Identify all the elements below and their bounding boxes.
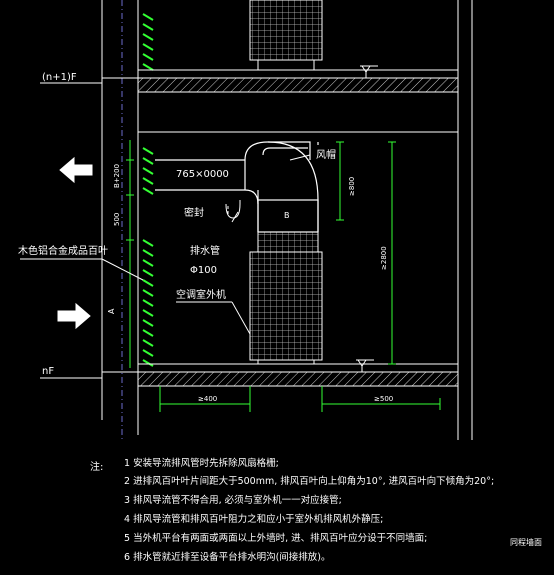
section-b-label: B <box>284 211 290 220</box>
notes: 注: 1 安装导流排风管时先拆除风扇格栅; 2 进排风百叶叶片间距大于500mm… <box>90 457 542 563</box>
notes-title: 注: <box>90 460 103 473</box>
note-item: 6 排水管就近排至设备平台排水明沟(间接排放)。 <box>124 551 330 563</box>
ac-unit-label: 空调室外机 <box>176 288 226 301</box>
duct-size-label: 765×0000 <box>176 169 229 180</box>
dim-500: 500 <box>113 213 121 226</box>
note-item: 2 进排风百叶叶片间距大于500mm, 排风百叶向上仰角为10°, 进风百叶向下… <box>124 475 494 487</box>
exhaust-duct <box>155 141 319 233</box>
ac-unit-lower <box>249 231 323 365</box>
note-item: 5 当外机平台有两面或两面以上外墙时, 进、排风百叶应分设于不同墙面; <box>124 532 427 544</box>
elevation-marker-lower <box>356 359 374 372</box>
floor-label-lower: nF <box>42 366 54 377</box>
slab-upper <box>102 69 459 133</box>
note-item: 1 安装导流排风管时先拆除风扇格栅; <box>124 457 279 469</box>
drain-pipe-label: 排水管 <box>190 244 220 257</box>
mark-a-label: A <box>107 308 116 314</box>
elevation-marker-upper <box>360 65 378 78</box>
floor-label-upper: (n+1)F <box>42 72 77 83</box>
dim-w500: ≥500 <box>374 395 393 403</box>
note-overflow: 同程墙面 <box>510 537 542 547</box>
louver-name-label: 木色铝合金成品百叶 <box>18 244 108 257</box>
dim-h2800: ≥2800 <box>380 246 388 270</box>
seal-label: 密封 <box>184 206 204 219</box>
arrow-left-icon <box>59 156 93 184</box>
dim-w400: ≥400 <box>198 395 217 403</box>
note-item: 4 排风导流管和排风百叶阻力之和应小于室外机排风机外静压; <box>124 513 383 525</box>
ac-unit-upper <box>249 0 323 71</box>
louver-upper <box>142 13 154 71</box>
wind-cap-label: 风帽 <box>316 148 336 161</box>
drain-pipe <box>225 200 241 219</box>
dim-b200: B+200 <box>113 164 121 188</box>
dim-h800: ≥800 <box>348 177 356 196</box>
leader-lines <box>20 154 311 335</box>
louver-lower <box>142 147 154 367</box>
wall-lines <box>101 0 473 440</box>
drain-dia-label: Φ100 <box>190 265 217 276</box>
slab-lower <box>102 363 459 387</box>
dimension-lines <box>126 140 441 412</box>
arrow-right-icon <box>57 302 91 330</box>
note-item: 3 排风导流管不得合用, 必须与室外机一一对应接管; <box>124 494 342 506</box>
